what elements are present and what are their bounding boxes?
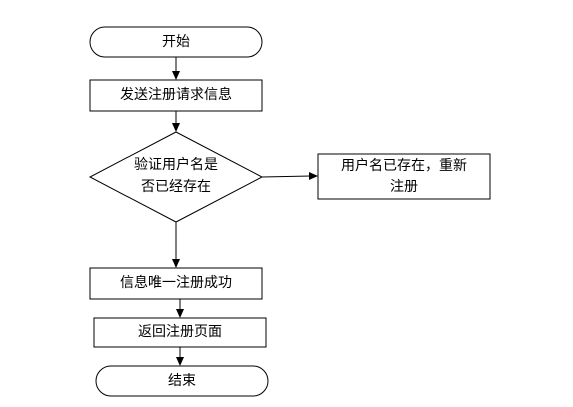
register-success-process: 信息唯一注册成功 — [89, 267, 263, 300]
edges — [172, 57, 318, 366]
edge-check-to-exists — [261, 175, 312, 178]
end-terminal-shape — [95, 365, 269, 397]
arrowhead-check-to-success — [172, 259, 180, 268]
send-request-label: 发送注册请求信息 — [120, 86, 232, 103]
register-success-label: 信息唯一注册成功 — [120, 274, 232, 291]
register-success-shape — [89, 267, 263, 300]
return-page-shape — [93, 317, 267, 348]
end-terminal: 结束 — [95, 365, 269, 397]
arrowhead-return-to-end — [176, 357, 184, 366]
arrowhead-send-to-check — [172, 123, 180, 132]
start-label: 开始 — [162, 34, 190, 50]
arrowhead-start-to-send — [172, 71, 180, 80]
username-exists-shape — [317, 153, 491, 200]
send-request-process: 发送注册请求信息 — [89, 79, 263, 112]
username-exists-line-2: 注册 — [390, 179, 418, 195]
check-username-decision: 验证用户名是 否已经存在 — [88, 131, 264, 223]
check-username-line-1: 验证用户名是 — [134, 156, 218, 173]
return-page-label: 返回注册页面 — [138, 324, 222, 340]
start-terminal: 开始 — [89, 26, 263, 58]
end-label: 结束 — [168, 373, 196, 389]
arrowhead-check-to-exists — [309, 172, 318, 180]
start-terminal-shape — [89, 26, 263, 58]
check-username-line-2: 否已经存在 — [141, 179, 211, 195]
check-username-shape — [88, 131, 264, 223]
username-exists-process: 用户名已存在，重新 注册 — [317, 153, 491, 200]
arrowhead-success-to-return — [176, 309, 184, 318]
username-exists-line-1: 用户名已存在，重新 — [341, 157, 467, 174]
send-request-shape — [89, 79, 263, 112]
return-page-process: 返回注册页面 — [93, 317, 267, 348]
